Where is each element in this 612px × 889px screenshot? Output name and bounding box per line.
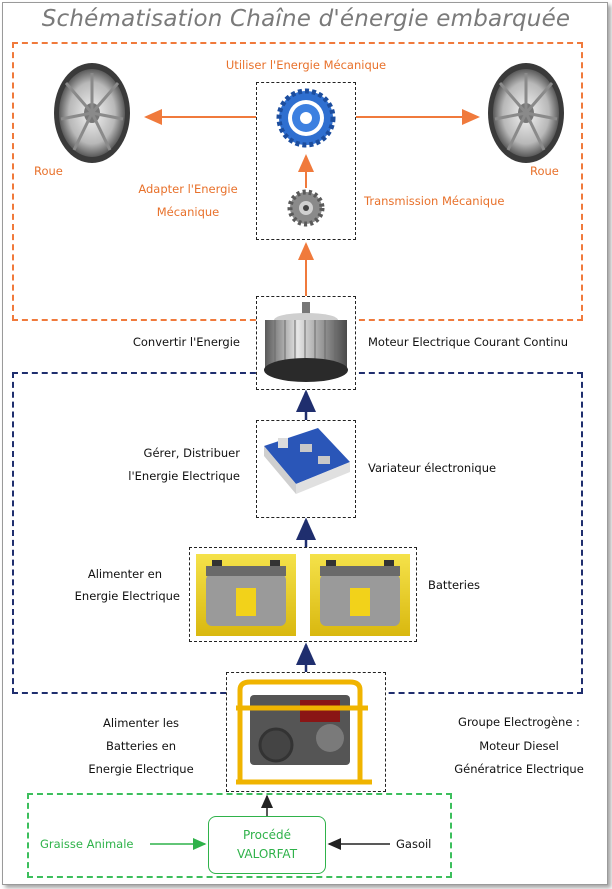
fuel-zone [27, 793, 452, 878]
label-groupe-line3: Génératrice Electrique [454, 762, 584, 776]
label-batteries: Batteries [428, 578, 481, 592]
sprocket-image [276, 88, 336, 148]
label-variateur-electronique: Variateur électronique [368, 461, 497, 475]
label-transmission-mecanique: Transmission Mécanique [364, 194, 505, 208]
label-gerer-line1: Gérer, Distribuer [143, 446, 240, 460]
label-roue-right: Roue [530, 164, 559, 178]
motor-image [264, 302, 348, 382]
generator-image [236, 679, 372, 785]
battery-right-image [310, 554, 410, 636]
label-adapter-line1: Adapter l'Energie [138, 182, 238, 196]
label-utiliser-energie-mecanique: Utiliser l'Energie Mécanique [225, 58, 387, 72]
label-alim-batt-line1: Alimenter les [102, 716, 180, 730]
diagram-title: Schématisation Chaîne d'énergie embarqué… [41, 6, 571, 32]
procede-line1: Procédé [242, 828, 292, 842]
label-adapter-line2: Mécanique [156, 205, 220, 219]
battery-left-image [196, 554, 296, 636]
label-graisse-animale: Graisse Animale [40, 837, 134, 851]
label-alimenter-line2: Energie Electrique [74, 589, 180, 603]
procede-line2: VALORFAT [236, 847, 298, 861]
procede-valorfat-box: Procédé VALORFAT [208, 816, 326, 874]
label-gasoil: Gasoil [396, 837, 432, 851]
pinion-image [287, 189, 325, 227]
variator-image [264, 428, 350, 494]
label-groupe-line2: Moteur Diesel [479, 739, 559, 753]
wheel-right-image [488, 63, 564, 163]
label-moteur-electrique: Moteur Electrique Courant Continu [368, 335, 569, 349]
label-roue-left: Roue [34, 164, 63, 178]
label-alim-batt-line3: Energie Electrique [88, 762, 194, 776]
label-gerer-line2: l'Energie Electrique [128, 469, 240, 483]
label-groupe-line1: Groupe Electrogène : [458, 715, 580, 729]
label-alim-batt-line2: Batteries en [105, 739, 177, 753]
label-convertir-energie: Convertir l'Energie [132, 335, 240, 349]
label-alimenter-line1: Alimenter en [87, 567, 162, 581]
wheel-left-image [54, 63, 130, 163]
